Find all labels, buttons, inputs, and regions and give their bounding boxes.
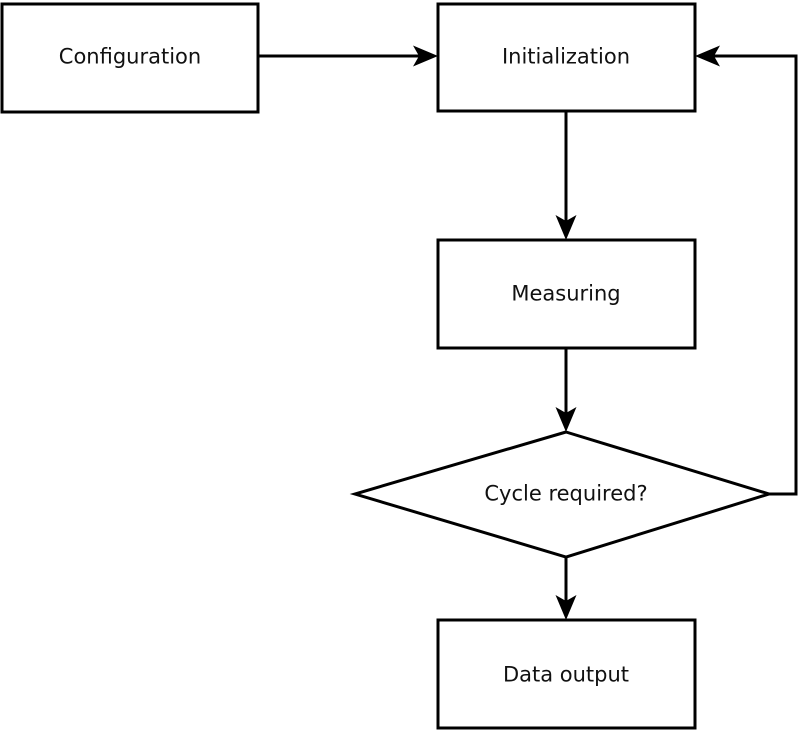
node-initialization-label: Initialization [502,45,630,69]
arrow-head-icon [413,45,438,67]
node-measuring-shape [436,238,697,350]
node-configuration[interactable]: Configuration [0,2,260,114]
edge-configuration-to-initialization [258,45,438,67]
node-cycle-required-shape [349,430,775,559]
edge-initialization-to-measuring [555,110,577,240]
edge-cycle-required-to-data-output [555,557,577,620]
arrow-head-icon [695,45,720,67]
node-data-output[interactable]: Data output [436,618,697,730]
edge-cycle-required-to-initialization [695,45,798,496]
arrow-head-icon [555,595,577,620]
node-measuring[interactable]: Measuring [436,238,697,350]
edge-measuring-to-cycle-required [555,348,577,432]
node-initialization-shape [436,2,697,113]
arrow-head-icon [555,407,577,432]
node-configuration-shape [0,2,260,114]
node-data-output-shape [436,618,697,730]
node-initialization[interactable]: Initialization [436,2,697,113]
node-configuration-label: Configuration [59,45,201,69]
edge-line [713,54,798,496]
node-cycle-required-label: Cycle required? [484,482,647,506]
node-measuring-label: Measuring [511,282,620,306]
node-cycle-required[interactable]: Cycle required? [349,430,775,559]
arrow-head-icon [555,215,577,240]
node-data-output-label: Data output [503,663,629,687]
